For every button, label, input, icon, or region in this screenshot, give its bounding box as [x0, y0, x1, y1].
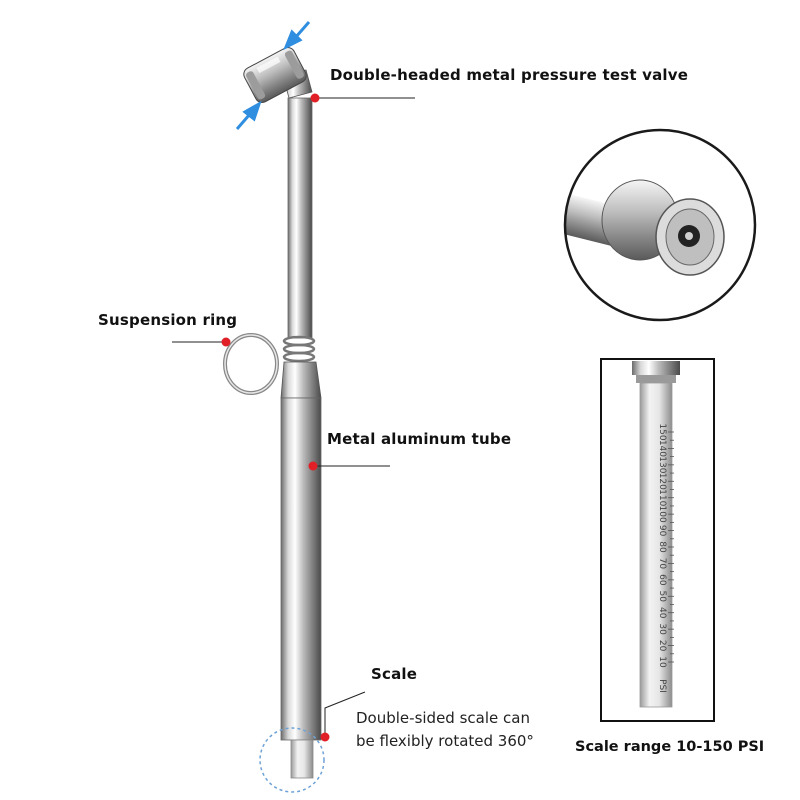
callout-dot: [320, 732, 330, 742]
scale-detail-view: [600, 358, 715, 722]
scale-tick-label: 100: [657, 506, 667, 523]
scale-tick-label: 20: [657, 640, 667, 652]
valve-callout-label: Double-headed metal pressure test valve: [330, 66, 689, 84]
scale-tick-label: 140: [657, 440, 667, 457]
scale-description-line2: be flexibly rotated 360°: [356, 732, 534, 750]
scale-tick-label: 70: [657, 558, 667, 570]
scale-tick-label: 40: [657, 607, 667, 619]
scale-range-caption: Scale range 10-150 PSI: [575, 739, 765, 755]
scale-tick-label: 120: [657, 473, 667, 490]
upper-tube: [287, 97, 313, 339]
callout-scale: [320, 691, 366, 742]
callout-ring: [172, 337, 231, 347]
scale-tick-label: 130: [657, 456, 667, 473]
valve-detail-view: [563, 128, 757, 322]
scale-stick-tip: [290, 739, 314, 779]
scale-tick-label: 60: [657, 574, 667, 586]
callout-dot: [221, 337, 231, 347]
callout-dot: [310, 93, 320, 103]
lower-tube: [280, 397, 322, 741]
scale-tick-label: 110: [657, 489, 667, 506]
scale-tick-label: 150: [657, 423, 667, 440]
scale-callout-label: Scale: [371, 665, 418, 683]
scale-tick-label: 50: [657, 591, 667, 603]
arrow-icon: [283, 21, 311, 51]
valve-head: [243, 47, 313, 103]
callout-dot: [308, 461, 318, 471]
tube-collar: [280, 361, 322, 399]
callout-tube: [308, 461, 390, 471]
tube-callout-label: Metal aluminum tube: [327, 430, 512, 448]
scale-highlight-circle: [259, 727, 325, 793]
spring-coil: [282, 335, 316, 363]
scale-tick-label: 80: [657, 541, 667, 553]
callout-valve: [310, 93, 415, 103]
suspension-ring: [223, 333, 279, 395]
scale-tick-label: 10: [657, 656, 667, 668]
ring-callout-label: Suspension ring: [98, 311, 238, 329]
scale-tick-label: 90: [657, 525, 667, 537]
scale-unit-label: PSI: [657, 679, 667, 693]
scale-tick-label: 30: [657, 623, 667, 635]
arrow-icon: [235, 100, 262, 130]
scale-description-line1: Double-sided scale can: [356, 709, 530, 727]
